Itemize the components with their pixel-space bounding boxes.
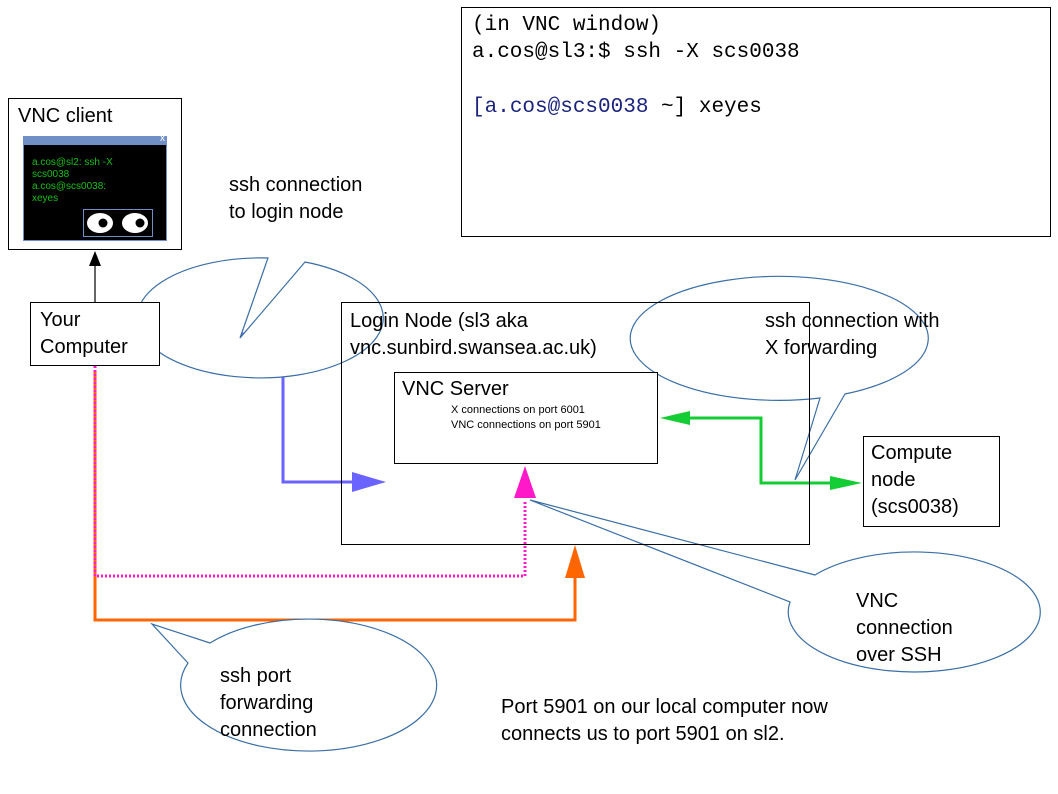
vnc-server-x-port: X connections on port 6001 bbox=[451, 404, 585, 416]
x-forward-arrowhead-left bbox=[660, 411, 690, 425]
callout-vnc-ssh-line-3: over SSH bbox=[856, 644, 942, 666]
ssh-login-arrowhead bbox=[352, 472, 386, 492]
vnc-server-vnc-port: VNC connections on port 5901 bbox=[451, 419, 601, 431]
xeyes-icon bbox=[83, 209, 153, 237]
vnc-screen-line-4: xeyes bbox=[32, 193, 59, 204]
x-forward-arrowhead-right bbox=[830, 476, 862, 490]
callout-port-forward-line-3: connection bbox=[220, 719, 317, 741]
port-forward-arrowhead bbox=[565, 545, 585, 578]
terminal-line-3: [a.cos@scs0038 ~] xeyes bbox=[472, 96, 762, 119]
callout-port-forward-line-1: ssh port bbox=[220, 665, 292, 687]
close-icon[interactable]: x bbox=[160, 133, 165, 144]
login-node-line-2: vnc.sunbird.swansea.ac.uk) bbox=[350, 337, 597, 359]
vnc-screen-line-1: a.cos@sl2: ssh -X bbox=[32, 157, 113, 168]
vnc-over-ssh-arrowhead bbox=[514, 466, 536, 498]
display-arrowhead bbox=[89, 251, 101, 266]
terminal-line-2: a.cos@sl3:$ ssh -X scs0038 bbox=[472, 41, 800, 64]
vnc-client-title: VNC client bbox=[18, 105, 113, 127]
your-computer-line-1: Your bbox=[40, 309, 81, 331]
vnc-screen-line-3: a.cos@scs0038: bbox=[32, 181, 107, 192]
callout-ssh-login bbox=[136, 257, 384, 379]
terminal-userhost: a.cos@scs0038 bbox=[484, 96, 649, 119]
terminal-command: ~] xeyes bbox=[648, 96, 762, 119]
note-line-2: connects us to port 5901 on sl2. bbox=[501, 723, 785, 745]
vnc-screen-line-2: scs0038 bbox=[32, 169, 70, 180]
compute-node-line-1: Compute bbox=[871, 442, 953, 464]
x-forward-line bbox=[688, 416, 832, 485]
vnc-window-titlebar: x bbox=[24, 133, 166, 145]
compute-node-line-3: (scs0038) bbox=[871, 496, 959, 518]
callout-x-forward bbox=[629, 275, 929, 481]
compute-node-line-2: node bbox=[871, 469, 916, 491]
callout-port-forward-line-2: forwarding bbox=[220, 692, 314, 714]
terminal-line-1: (in VNC window) bbox=[472, 14, 662, 37]
terminal-transcript bbox=[461, 7, 1051, 237]
vnc-client-window: x a.cos@sl2: ssh -X scs0038 a.cos@scs003… bbox=[23, 133, 167, 241]
vnc-server-box bbox=[394, 372, 658, 464]
callout-vnc-ssh-line-1: VNC bbox=[856, 590, 899, 612]
callout-x-forward-line-1: ssh connection with bbox=[765, 310, 940, 332]
callout-ssh-login-line-2: to login node bbox=[229, 201, 344, 223]
login-node-line-1: Login Node (sl3 aka bbox=[350, 310, 528, 332]
callout-vnc-ssh bbox=[529, 499, 1041, 673]
your-computer-line-2: Computer bbox=[40, 336, 128, 358]
your-computer-box bbox=[30, 302, 160, 366]
terminal-bracket: [ bbox=[472, 96, 485, 119]
callout-x-forward-line-2: X forwarding bbox=[765, 337, 878, 359]
login-node-box bbox=[341, 302, 810, 545]
callout-vnc-ssh-line-2: connection bbox=[856, 617, 953, 639]
callout-port-forward bbox=[149, 618, 438, 752]
vnc-server-title: VNC Server bbox=[402, 378, 509, 400]
vnc-over-ssh-line bbox=[93, 366, 527, 578]
note-line-1: Port 5901 on our local computer now bbox=[501, 696, 828, 718]
callout-ssh-login-line-1: ssh connection bbox=[229, 174, 363, 196]
compute-node-box bbox=[863, 436, 1000, 527]
